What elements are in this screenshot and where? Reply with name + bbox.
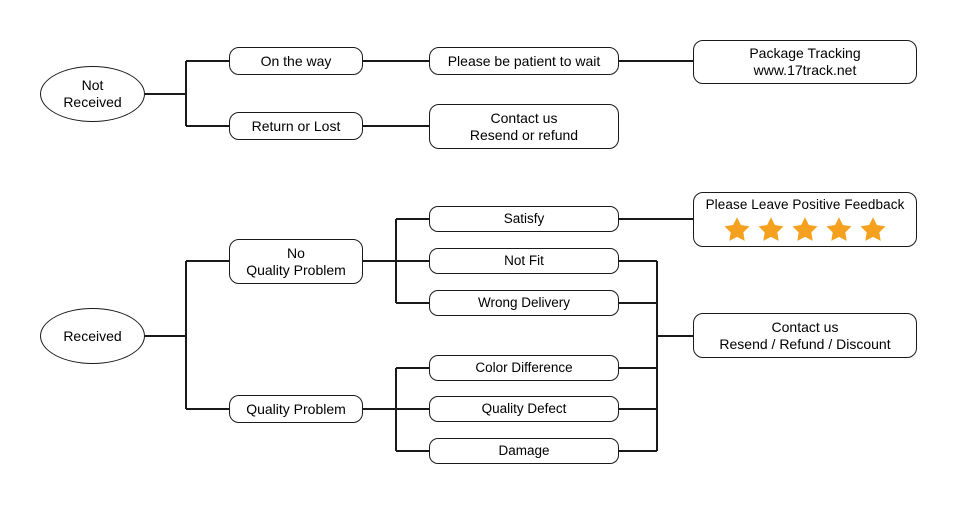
star-icon[interactable] <box>791 215 819 243</box>
star-rating[interactable] <box>723 215 887 243</box>
node-contact-us-resend-or-refund[interactable]: Contact us Resend or refund <box>429 104 619 149</box>
star-icon[interactable] <box>859 215 887 243</box>
node-quality-defect[interactable]: Quality Defect <box>429 396 619 422</box>
star-icon[interactable] <box>825 215 853 243</box>
node-quality-problem[interactable]: Quality Problem <box>229 395 363 423</box>
node-no-quality-problem[interactable]: No Quality Problem <box>229 239 363 284</box>
node-satisfy[interactable]: Satisfy <box>429 206 619 232</box>
node-package-tracking[interactable]: Package Tracking www.17track.net <box>693 40 917 84</box>
node-on-the-way[interactable]: On the way <box>229 47 363 75</box>
node-return-or-lost[interactable]: Return or Lost <box>229 112 363 140</box>
node-not-received[interactable]: Not Received <box>40 66 145 122</box>
node-received[interactable]: Received <box>40 308 145 364</box>
node-positive-feedback[interactable]: Please Leave Positive Feedback <box>693 192 917 247</box>
star-icon[interactable] <box>757 215 785 243</box>
node-damage[interactable]: Damage <box>429 438 619 464</box>
node-color-difference[interactable]: Color Difference <box>429 355 619 381</box>
node-not-fit[interactable]: Not Fit <box>429 248 619 274</box>
node-contact-us-resend-refund-discount[interactable]: Contact us Resend / Refund / Discount <box>693 313 917 358</box>
node-wrong-delivery[interactable]: Wrong Delivery <box>429 290 619 316</box>
node-please-be-patient-to-wait[interactable]: Please be patient to wait <box>429 47 619 75</box>
star-icon[interactable] <box>723 215 751 243</box>
positive-feedback-label: Please Leave Positive Feedback <box>705 196 905 212</box>
